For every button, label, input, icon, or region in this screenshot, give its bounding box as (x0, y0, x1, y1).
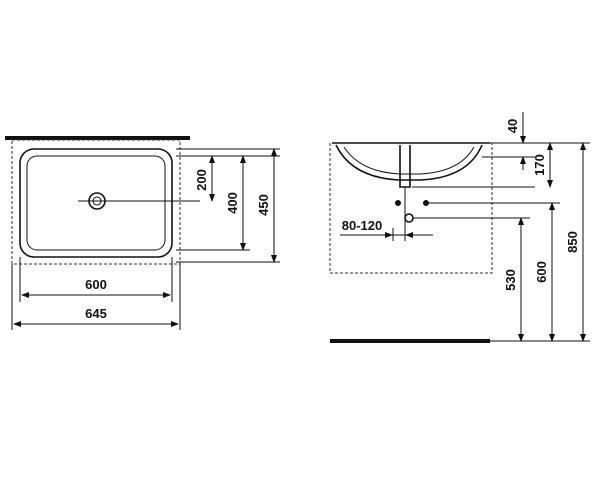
dim-label-450: 450 (256, 194, 271, 216)
dim-label-530: 530 (503, 269, 518, 291)
top-view: 200 400 450 600 645 (5, 136, 280, 330)
basin-inner (26, 155, 166, 251)
dim-label-600-side: 600 (534, 261, 549, 283)
dim-label-600: 600 (85, 277, 107, 292)
trap-fitting-right (423, 200, 429, 206)
dim-label-400: 400 (225, 192, 240, 214)
basin-outer (19, 148, 173, 258)
side-view: 80-120 40 170 530 600 850 (329, 112, 590, 343)
basin-bowl-inner (343, 146, 475, 175)
dim-label-850: 850 (565, 231, 580, 253)
dim-label-645: 645 (85, 306, 107, 321)
dim-arrow (385, 232, 393, 238)
cutout-outline (11, 139, 181, 265)
cabinet-outline (329, 143, 493, 274)
trap-outlet (404, 213, 414, 223)
trap-fitting-left (395, 200, 401, 206)
dim-arrow (405, 232, 413, 238)
dim-label-170: 170 (532, 154, 547, 176)
dim-label-80-120: 80-120 (342, 218, 382, 233)
dim-label-40: 40 (505, 119, 520, 133)
dim-label-200: 200 (194, 169, 209, 191)
